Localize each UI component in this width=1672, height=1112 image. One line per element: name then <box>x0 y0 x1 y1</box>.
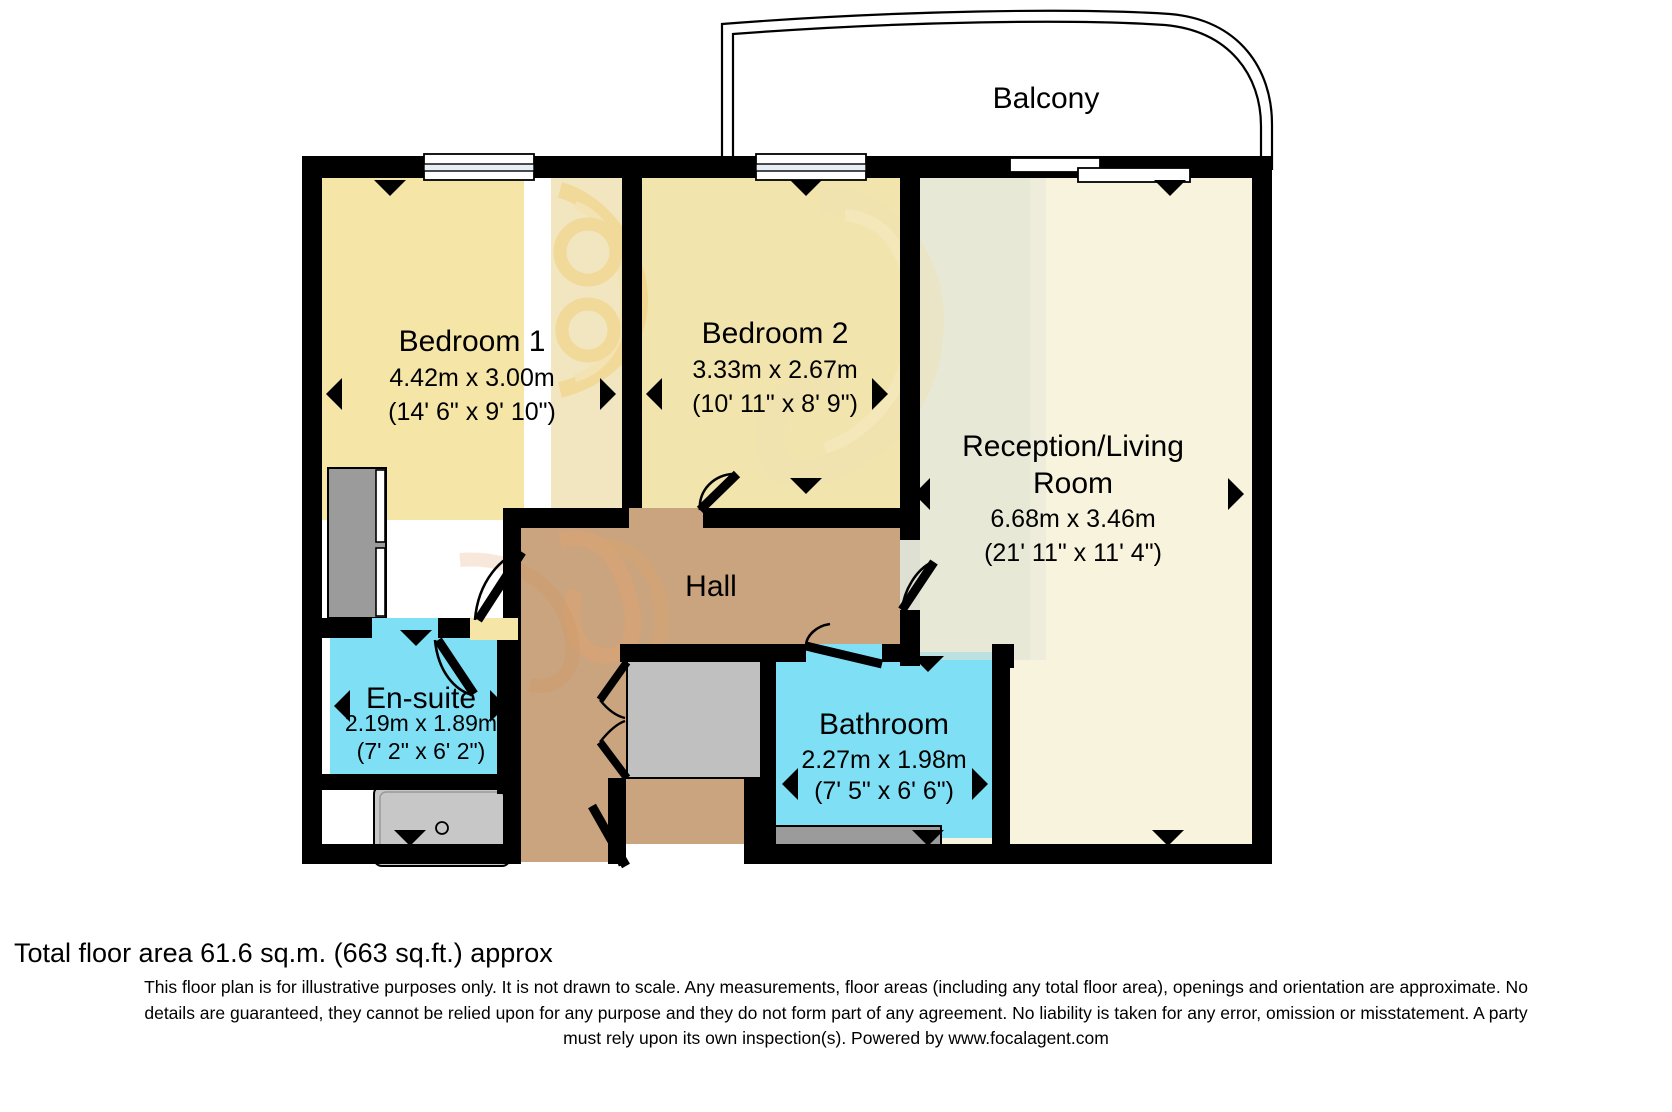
bedroom1-dim-metric: 4.42m x 3.00m <box>389 364 554 392</box>
floor-plan-drawing: Balcony <box>302 9 1274 869</box>
bedroom2-name: Bedroom 2 <box>702 317 849 350</box>
entry-door-arc <box>590 805 622 867</box>
window-bedroom2 <box>755 153 867 181</box>
disclaimer-text: This floor plan is for illustrative purp… <box>0 969 1672 1052</box>
cupboard-doors <box>596 659 631 781</box>
bathroom-fill <box>772 652 1000 838</box>
hall-cupboard <box>626 659 762 779</box>
bedroom2-dim-imperial: (10' 11" x 8' 9") <box>692 390 858 418</box>
window-bedroom1 <box>423 153 535 181</box>
bathroom-dim-metric: 2.27m x 1.98m <box>801 746 966 774</box>
bedroom1-name: Bedroom 1 <box>399 325 546 358</box>
patio-door-reception <box>1009 157 1191 183</box>
hall-label: Hall <box>685 570 737 603</box>
wardrobe-bedroom1 <box>327 467 387 619</box>
total-floor-area: Total floor area 61.6 sq.m. (663 sq.ft.)… <box>14 938 553 968</box>
balcony-label: Balcony <box>993 82 1100 115</box>
reception-name-line1: Reception/Living <box>962 430 1184 463</box>
watermark-shadow <box>551 170 1046 660</box>
reception-dim-metric: 6.68m x 3.46m <box>990 505 1155 533</box>
disclaimer-line-1: This floor plan is for illustrative purp… <box>144 977 1528 997</box>
bathroom-name: Bathroom <box>819 708 949 741</box>
reception-dim-imperial: (21' 11" x 11' 4") <box>984 539 1162 567</box>
ensuite-name: En-suite <box>366 682 476 715</box>
disclaimer-line-3: must rely upon its own inspection(s). Po… <box>563 1028 1109 1049</box>
plan-footer: Total floor area 61.6 sq.m. (663 sq.ft.)… <box>0 930 1672 1052</box>
ensuite-fill <box>330 636 510 776</box>
reception-name-line2: Room <box>1033 467 1113 500</box>
ensuite-dim-metric: 2.19m x 1.89m <box>345 710 497 736</box>
bedroom1-fill <box>316 170 524 520</box>
disclaimer-line-2: details are guaranteed, they cannot be r… <box>144 1002 1528 1023</box>
dimension-markers <box>326 180 1244 846</box>
room-labels: Bedroom 1 4.42m x 3.00m (14' 6" x 9' 10"… <box>345 317 1184 805</box>
bedroom2-dim-metric: 3.33m x 2.67m <box>692 356 857 384</box>
bedroom1-dim-imperial: (14' 6" x 9' 10") <box>388 398 556 426</box>
walls <box>302 156 1272 864</box>
bedroom2-fill <box>640 170 906 510</box>
ensuite-dim-imperial: (7' 2" x 6' 2") <box>357 738 486 764</box>
bathroom-dim-imperial: (7' 5" x 6' 6") <box>814 777 954 805</box>
balcony-outline <box>720 9 1274 170</box>
